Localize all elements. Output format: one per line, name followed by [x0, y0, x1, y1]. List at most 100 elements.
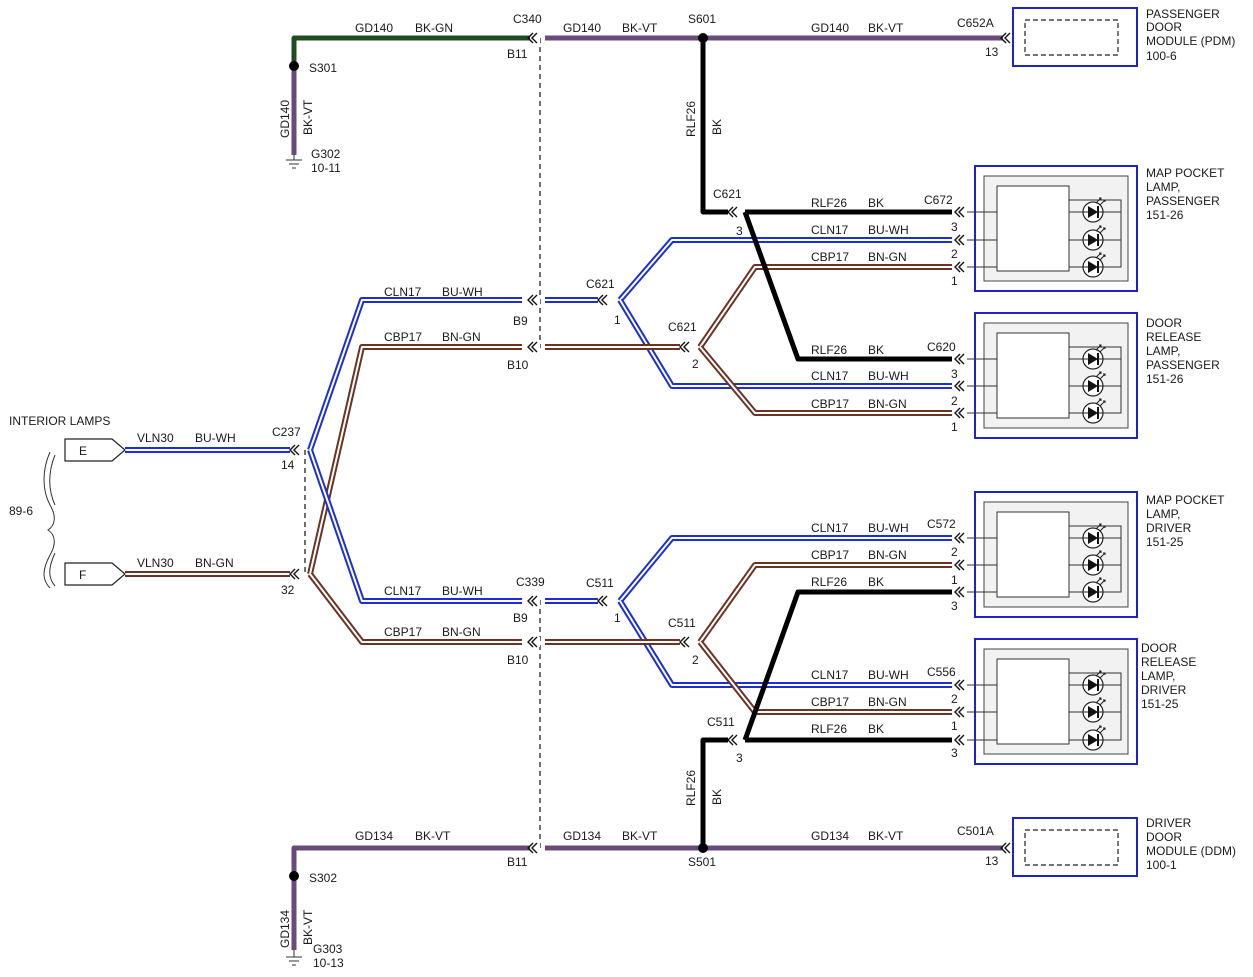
label-rlf26-drv-map: RLF26 — [811, 575, 847, 589]
label-vln30-bottom: VLN30 — [137, 556, 174, 570]
label-pin2-c620: 2 — [951, 394, 958, 408]
label-pin2-c511: 2 — [692, 653, 699, 667]
label-pin1-c620: 1 — [951, 420, 958, 434]
chevron-c339-b9 — [527, 595, 540, 607]
label-pin2-c572: 2 — [951, 545, 958, 559]
label-buwh-vln30: BU-WH — [195, 431, 236, 445]
ddm-ref: 100-1 — [1146, 858, 1177, 872]
label-rlf26-vertical-top: RLF26 — [684, 101, 698, 137]
label-pin3-c511: 3 — [736, 751, 743, 765]
label-gd134-left: GD134 — [355, 829, 393, 843]
interior-lamps-connector-e: E — [64, 438, 126, 462]
pdm-title-line2: DOOR — [1146, 20, 1182, 34]
label-bkvt-mid: BK-VT — [622, 21, 658, 35]
wire-cln17-to-b9-bottom-outline — [307, 449, 522, 604]
label-gd134-right: GD134 — [811, 829, 849, 843]
map-pass-title-line2: LAMP, — [1146, 180, 1180, 194]
splice-s301-dot — [289, 61, 299, 71]
wire-cbp17-pass-map — [699, 266, 952, 348]
label-g303: G303 — [313, 942, 343, 956]
label-cln17-top-trunk: CLN17 — [384, 285, 422, 299]
chevron-c620-1 — [954, 407, 967, 419]
map-pass-title-line1: MAP POCKET — [1146, 166, 1225, 180]
label-pin3-c620: 3 — [951, 367, 958, 381]
pdm-outline — [1012, 7, 1138, 67]
label-b9-top: B9 — [513, 314, 528, 328]
label-b11-bottom: B11 — [507, 855, 528, 869]
label-s301: S301 — [309, 61, 337, 75]
pdm-module — [1012, 7, 1138, 67]
wire-cln17-to-b9-bottom — [309, 449, 522, 602]
wires — [125, 35, 1003, 950]
door-release-driver-title: DOOR RELEASE LAMP, DRIVER 151-25 — [1141, 641, 1196, 711]
label-bngn-pass-map: BN-GN — [868, 250, 907, 264]
connector-housing-lines — [304, 38, 541, 848]
label-b10-top: B10 — [507, 358, 529, 372]
door-drv-title-line1: DOOR — [1141, 641, 1177, 655]
map-pass-ref: 151-26 — [1146, 208, 1184, 222]
label-c501a: C501A — [957, 824, 994, 838]
label-cln17-drv-door: CLN17 — [811, 668, 849, 682]
door-release-lamp-passenger — [967, 312, 1138, 439]
wire-cln17-pass-door — [619, 299, 952, 387]
label-cbp17-bottom-trunk: CBP17 — [384, 625, 422, 639]
label-buwh-top-trunk: BU-WH — [442, 285, 483, 299]
label-c511-cln: C511 — [586, 576, 614, 590]
chevron-c511-pin2 — [679, 636, 692, 648]
chevron-c672-3 — [954, 206, 967, 218]
label-interior-lamps-ref: 89-6 — [9, 504, 33, 518]
wire-rlf26-drv-map — [742, 589, 952, 741]
label-c572: C572 — [927, 517, 956, 531]
door-pass-title-line4: PASSENGER — [1146, 358, 1220, 372]
label-gd134-vertical: GD134 — [278, 910, 292, 948]
label-c621-cbp: C621 — [668, 320, 697, 334]
label-pin14-c237: 14 — [281, 458, 295, 472]
chevron-c620-2 — [954, 380, 967, 392]
label-pin1-c621: 1 — [614, 313, 621, 327]
label-bngn-drv-door: BN-GN — [868, 695, 907, 709]
wire-cbp17-pass-map-outline — [697, 264, 952, 349]
door-pass-ref: 151-26 — [1146, 372, 1184, 386]
chevron-c340-b11 — [527, 32, 540, 44]
chevron-c237-14 — [289, 444, 302, 456]
chevron-c237-32 — [289, 568, 302, 580]
chevron-c572-3 — [954, 586, 967, 598]
label-bngn-pass-door: BN-GN — [868, 397, 907, 411]
label-pin1-c556: 1 — [951, 719, 958, 733]
label-cbp17-top-trunk: CBP17 — [384, 330, 422, 344]
label-pin2-c621: 2 — [692, 357, 699, 371]
wire-cln17-drv-map — [619, 537, 952, 602]
splice-dots — [289, 33, 708, 881]
label-pin3-c572: 3 — [951, 599, 958, 613]
chevron-c501a-13 — [1000, 842, 1013, 854]
pdm-title-line1: PASSENGER — [1146, 7, 1220, 21]
label-bngn-drv-map: BN-GN — [868, 548, 907, 562]
label-interior-lamps: INTERIOR LAMPS — [9, 414, 110, 428]
label-bkvt-right-bottom: BK-VT — [868, 829, 904, 843]
label-rlf26-drv-door: RLF26 — [811, 722, 847, 736]
label-c237: C237 — [272, 425, 301, 439]
ground-g302-icon — [286, 155, 302, 169]
label-gd140-left: GD140 — [355, 21, 393, 35]
pdm-title: PASSENGER DOOR MODULE (PDM) 100-6 — [1146, 7, 1235, 63]
label-rlf26-pass-door: RLF26 — [811, 343, 847, 357]
label-pin1-c511: 1 — [614, 611, 621, 625]
chevron-c572-1 — [954, 559, 967, 571]
label-pin1-c572: 1 — [951, 573, 958, 587]
label-c621-upper: C621 — [713, 187, 742, 201]
label-bkgn: BK-GN — [415, 21, 453, 35]
label-pin1-c672: 1 — [951, 274, 958, 288]
wire-gd134-bkvt-left — [291, 845, 530, 950]
label-pin3-c621: 3 — [736, 224, 743, 238]
label-cbp17-drv-door: CBP17 — [811, 695, 849, 709]
chevron-c621-pin2 — [679, 341, 692, 353]
label-bngn-bottom-trunk: BN-GN — [442, 625, 481, 639]
label-c672: C672 — [924, 193, 953, 207]
pdm-title-line3: MODULE (PDM) — [1146, 34, 1235, 48]
door-pass-title-line1: DOOR — [1146, 316, 1182, 330]
label-bkvt-mid-bottom: BK-VT — [622, 829, 658, 843]
label-c556: C556 — [927, 665, 956, 679]
label-s601: S601 — [688, 12, 716, 26]
map-pocket-lamp-passenger-driver-module — [996, 185, 1070, 272]
